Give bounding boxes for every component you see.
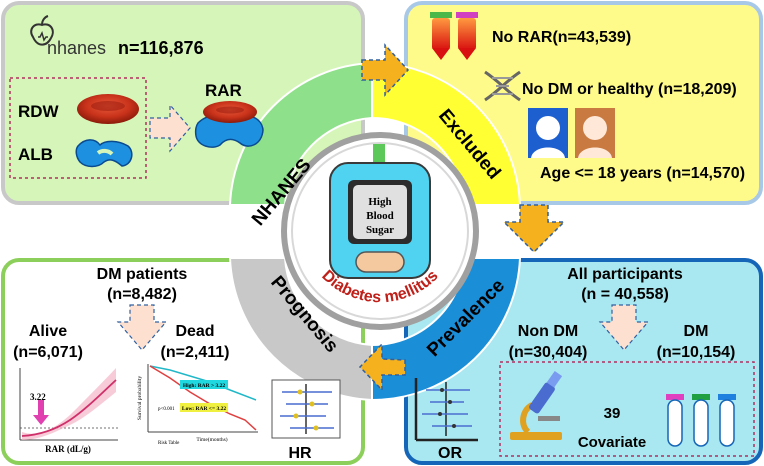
dead-count: (n=2,411) — [161, 344, 230, 361]
nhanes-count: n=116,876 — [118, 38, 204, 58]
rar-icon — [194, 101, 264, 148]
child-icon — [528, 108, 568, 158]
rcs-xlabel: RAR (dL/g) — [45, 444, 91, 454]
albumin-icon — [75, 139, 133, 168]
dm-count: (n=10,154) — [657, 344, 736, 361]
non-dm-count: (n=30,404) — [509, 344, 588, 361]
rcs-plot — [19, 368, 118, 441]
test-tubes-icon — [666, 394, 736, 447]
km-low-label: Low: RAR <= 3.22 — [182, 406, 226, 412]
km-plot — [147, 364, 258, 433]
covariate-text: Covariate — [578, 434, 646, 451]
arrow-to-prognosis — [358, 342, 406, 392]
ring-segment-excluded — [371, 61, 522, 206]
non-dm-text: Non DM — [518, 323, 578, 340]
no-dm-text: No DM or healthy (n=18,209) — [522, 81, 737, 98]
km-xlabel: Time(months) — [196, 436, 227, 443]
km-high-label: High: RAR > 3.22 — [183, 383, 225, 389]
dm-text: DM — [684, 323, 709, 340]
rcs-value: 3.22 — [30, 392, 46, 402]
age-text: Age <= 18 years (n=14,570) — [540, 165, 745, 182]
arrow-to-excluded — [361, 43, 410, 97]
split-arrow-prevalence — [598, 304, 650, 351]
all-participants-count: (n = 40,558) — [581, 286, 669, 303]
alive-text: Alive — [29, 323, 67, 340]
hr-forest-plot-icon — [271, 379, 341, 439]
no-rar-text: No RAR(n=43,539) — [492, 29, 631, 46]
hr-label: HR — [288, 445, 312, 462]
alb-label: ALB — [18, 145, 53, 164]
red-blood-cell-icon — [77, 94, 139, 124]
blood-tubes-icon — [430, 12, 478, 60]
alive-count: (n=6,071) — [13, 344, 83, 361]
ring-segment-prognosis — [228, 257, 373, 402]
or-forest-plot-icon — [414, 378, 478, 442]
dna-icon — [484, 70, 521, 102]
device-text-sugar: Sugar — [366, 224, 394, 236]
device-text-blood: Blood — [366, 210, 394, 222]
dm-patients-count: (n=8,482) — [107, 286, 177, 303]
covariate-number: 39 — [604, 405, 621, 422]
all-participants-text: All participants — [567, 266, 683, 283]
glucose-meter-icon — [329, 144, 431, 279]
split-arrow-prognosis — [116, 304, 168, 351]
rar-label: RAR — [205, 81, 242, 100]
rdw-alb-box — [9, 77, 147, 179]
arrow-rdw-to-rar — [149, 103, 191, 153]
nhanes-logo-icon — [30, 15, 54, 46]
km-risk-table: Risk Table — [158, 441, 180, 446]
adult-icon — [575, 108, 615, 158]
device-text-high: High — [368, 196, 391, 208]
microscope-icon — [510, 370, 563, 440]
or-label: OR — [438, 445, 462, 462]
rdw-label: RDW — [18, 102, 60, 121]
arrow-to-prevalence — [502, 204, 566, 254]
dead-text: Dead — [175, 323, 214, 340]
km-ylabel: Survival probability — [137, 376, 143, 420]
covariate-box — [499, 361, 755, 457]
dm-patients-text: DM patients — [97, 266, 188, 283]
nhanes-logo-text: nhanes — [47, 38, 106, 58]
ring-segment-prevalence — [371, 257, 522, 402]
km-p-value: p<0.001 — [158, 407, 175, 412]
